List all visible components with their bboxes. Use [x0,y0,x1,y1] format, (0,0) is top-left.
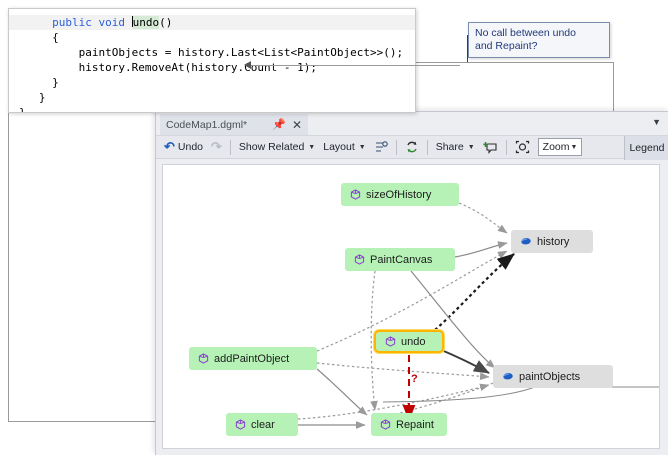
undo-label: Undo [177,141,204,153]
toolbar-separator [395,139,397,155]
graph-node-Repaint[interactable]: Repaint [371,413,447,436]
method-cube-icon [385,336,396,347]
layout-button[interactable]: Layout ▼ [319,137,369,157]
graph-edges [297,202,659,429]
graph-node-PaintCanvas[interactable]: PaintCanvas [345,248,455,271]
callout-note[interactable]: No call between undo and Repaint? [468,22,610,58]
chevron-down-icon[interactable]: ▼ [652,117,661,127]
toolbar-separator [505,139,507,155]
method-cube-icon [198,353,209,364]
tab-label: CodeMap1.dgml* [166,118,248,131]
undo-button[interactable]: ↶ Undo [160,137,207,157]
undo-arrow-icon: ↶ [164,139,175,154]
code-line: { [52,31,59,44]
refresh-icon [407,141,417,153]
graph-node-sizeOfHistory[interactable]: sizeOfHistory [341,183,459,206]
graph-node-label: clear [251,418,275,431]
fit-to-screen-button[interactable] [511,137,534,157]
code-line: } [19,106,26,113]
callout-line-2: and Repaint? [475,40,538,52]
callout-leader-line [250,65,460,66]
graph-node-label: PaintCanvas [370,253,433,266]
graph-node-label: sizeOfHistory [366,188,432,201]
code-line: paintObjects = history.Last<List<PaintOb… [78,46,404,59]
chevron-down-icon: ▼ [467,143,475,151]
method-cube-icon [354,254,365,265]
add-comment-button[interactable] [479,137,502,157]
show-related-label: Show Related [238,141,305,153]
pin-icon[interactable]: 📌 [272,119,286,131]
layout-label: Layout [323,141,355,153]
callout-drop-line [467,35,468,63]
toolbar-separator [229,139,231,155]
graph-node-label: paintObjects [519,370,581,383]
show-related-button[interactable]: Show Related ▼ [235,137,319,157]
field-box-icon [502,371,514,382]
flowchart-button[interactable] [370,137,392,157]
graph-node-label: history [537,235,570,248]
method-cube-icon [235,419,246,430]
callout-line-1: No call between undo [475,27,576,39]
legend-button[interactable]: Legend [624,136,668,160]
method-cube-icon [380,419,391,430]
refresh-button[interactable] [401,137,423,157]
share-button[interactable]: Share ▼ [432,137,479,157]
redo-button[interactable]: ↷ [207,137,226,157]
fit-to-screen-icon [515,140,529,154]
chevron-down-icon: ▼ [308,143,316,151]
callout-leader-arrowhead [244,61,251,69]
method-cube-icon [350,189,361,200]
graph-node-addPaintObject[interactable]: addPaintObject [189,347,317,370]
zoom-label: Zoom [542,141,570,153]
close-icon[interactable]: ✕ [291,117,302,132]
code-line: history.RemoveAt(history.Count - 1); [78,61,318,74]
zoom-control[interactable]: Zoom ▼ [534,137,587,157]
redo-arrow-icon: ↷ [211,139,222,154]
missing-call-question-mark: ? [411,373,418,385]
toolbar-separator [426,139,428,155]
legend-label: Legend [629,142,665,154]
graph-node-paintObjects[interactable]: paintObjects [493,365,613,388]
code-line: public void undo() [9,15,415,30]
add-comment-icon [483,142,497,154]
graph-node-label: undo [401,335,426,348]
tab-codemap1-dgml[interactable]: CodeMap1.dgml* 📌 ✕ [160,114,308,135]
chevron-down-icon: ▼ [358,143,366,151]
chevron-down-icon: ▼ [570,143,578,151]
graph-node-history[interactable]: history [511,230,593,253]
graph-node-label: addPaintObject [214,352,290,365]
field-box-icon [520,236,532,247]
codemap-tool-window[interactable]: CodeMap1.dgml* 📌 ✕ ▼ ↶ Undo ↷ Show Relat… [155,111,668,455]
code-line: } [52,76,59,89]
code-lines[interactable]: public void undo() { paintObjects = hist… [9,9,415,113]
code-line: } [38,91,46,104]
share-label: Share [435,141,464,153]
code-editor-panel[interactable]: public void undo() { paintObjects = hist… [8,8,416,113]
zoom-box[interactable]: Zoom ▼ [537,138,583,156]
codemap-toolbar: ↶ Undo ↷ Show Related ▼ Layout ▼ [156,135,668,160]
graph-node-clear[interactable]: clear [226,413,298,436]
graph-node-label: Repaint [396,418,434,431]
tab-strip: CodeMap1.dgml* 📌 ✕ ▼ [156,112,668,135]
graph-node-undo[interactable]: undo [374,330,444,353]
flowchart-icon [375,141,388,152]
